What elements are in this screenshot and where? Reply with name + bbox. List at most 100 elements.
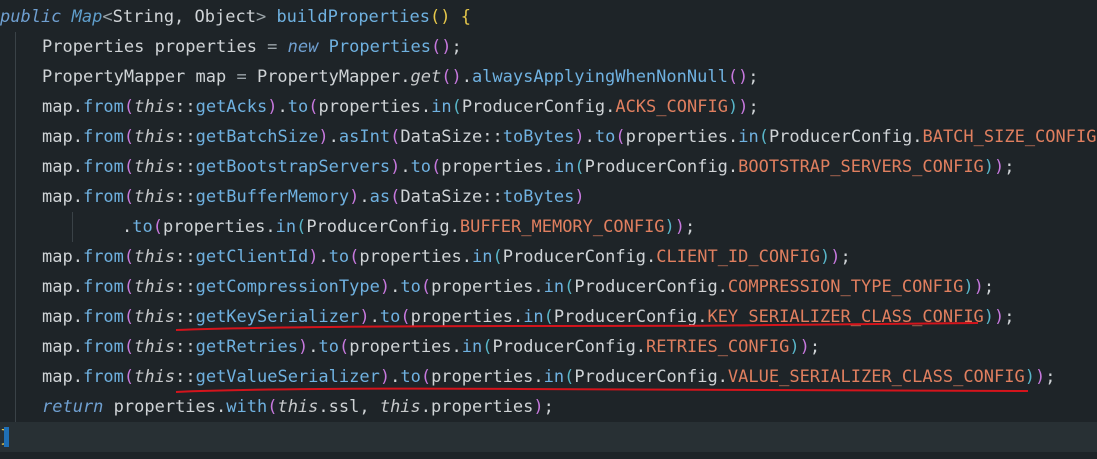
code-token: . (461, 67, 472, 87)
code-token: ) (390, 157, 401, 177)
code-token: .properties (420, 397, 534, 417)
code-token: ( (123, 277, 135, 297)
code-token: properties. (431, 277, 544, 297)
code-token: . (308, 337, 319, 357)
code-token: Properties (328, 37, 431, 57)
indent-guide (15, 32, 16, 424)
code-line[interactable]: map.from(this::getCompressionType).to(pr… (0, 272, 1097, 302)
code-token: . (584, 127, 595, 147)
code-token: ( (492, 247, 503, 267)
code-token: :: (175, 157, 196, 177)
code-token: from (82, 247, 124, 267)
code-token: ( (123, 307, 135, 327)
code-line[interactable]: public Map<String, Object> buildProperti… (0, 2, 1097, 32)
code-token: properties. (349, 337, 462, 357)
code-token: from (82, 157, 124, 177)
code-token: from (82, 127, 124, 147)
code-token: this (134, 337, 176, 357)
code-line[interactable]: PropertyMapper map = PropertyMapper.get(… (0, 62, 1097, 92)
code-token: to (328, 247, 350, 267)
code-token: BUFFER_MEMORY_CONFIG (459, 217, 665, 237)
code-token: () (441, 67, 462, 87)
code-token: ( (123, 367, 135, 387)
code-token: ) (349, 187, 360, 207)
code-token: in (461, 337, 483, 357)
code-token: map. (42, 97, 83, 117)
code-token: as (369, 187, 391, 207)
code-line[interactable]: map.from(this::getKeySerializer).to(prop… (0, 302, 1097, 332)
code-token: ) (664, 217, 675, 237)
code-line[interactable]: map.from(this::getBatchSize).asInt(DataS… (0, 122, 1097, 152)
code-token: properties. (359, 247, 473, 267)
code-token: this (134, 247, 176, 267)
code-token: ; (983, 277, 995, 297)
code-token: . (122, 217, 133, 237)
code-token: ( (123, 127, 135, 147)
code-token: new (287, 37, 319, 57)
code-token: ; (748, 67, 759, 87)
code-line[interactable]: map.from(this::getBufferMemory).as(DataS… (0, 182, 1097, 212)
code-token: properties. (162, 217, 276, 237)
code-token: this (134, 157, 176, 177)
code-token: asInt (338, 127, 391, 147)
code-token: ( (152, 217, 163, 237)
code-token: . (369, 307, 380, 327)
code-token: . (328, 127, 339, 147)
code-token: ) (820, 247, 831, 267)
code-token: in (275, 217, 297, 237)
code-token: ( (123, 97, 135, 117)
code-token: map. (42, 187, 83, 207)
code-line[interactable]: map.from(this::getRetries).to(properties… (0, 332, 1097, 362)
code-token: ( (123, 157, 135, 177)
code-line[interactable]: return properties.with(this.ssl, this.pr… (0, 392, 1097, 422)
code-token: map. (42, 157, 83, 177)
code-line[interactable]: .to(properties.in(ProducerConfig.BUFFER_… (0, 212, 1097, 242)
code-token: map. (42, 277, 83, 297)
code-token: in (472, 247, 493, 267)
code-line[interactable]: map.from(this::getClientId).to(propertie… (0, 242, 1097, 272)
code-token: ProducerConfig. (502, 247, 657, 267)
code-token: { (460, 7, 471, 27)
code-line[interactable]: } (0, 422, 1097, 452)
code-token: ( (123, 187, 135, 207)
code-token: ) (738, 97, 749, 117)
code-token: ProducerConfig. (306, 217, 460, 237)
code-token: properties. (441, 157, 554, 177)
code-token: getAcks (195, 97, 268, 117)
code-token: this (277, 397, 319, 417)
code-token: alwaysApplyingWhenNonNull (471, 67, 728, 87)
code-token: .ssl, (318, 397, 380, 417)
code-token: CLIENT_ID_CONFIG (656, 247, 821, 267)
code-token: ( (338, 337, 350, 357)
code-token: () (431, 37, 452, 57)
code-token: ) (983, 307, 995, 327)
code-token: BOOTSTRAP_SERVERS_CONFIG (738, 157, 984, 177)
code-token: ) (983, 157, 995, 177)
code-token: in (738, 127, 759, 147)
code-token: :: (175, 127, 196, 147)
code-token: ) (308, 247, 319, 267)
code-token: = (267, 37, 278, 57)
code-token: ) (574, 187, 585, 207)
code-token: map. (42, 337, 83, 357)
code-token: :: (175, 277, 196, 297)
code-token: ) (789, 337, 800, 357)
code-line[interactable]: map.from(this::getAcks).to(properties.in… (0, 92, 1097, 122)
code-token: BATCH_SIZE_CONFIG (922, 127, 1097, 147)
code-token: . (390, 367, 401, 387)
code-token: buildProperties (276, 7, 430, 27)
code-token: public (0, 7, 62, 27)
code-token: in (523, 307, 544, 327)
code-token: getBootstrapServers (195, 157, 391, 177)
code-token: in (543, 277, 565, 297)
code-line[interactable]: Properties properties = new Properties()… (0, 32, 1097, 62)
code-token: to (379, 307, 401, 327)
code-token: ) (799, 337, 810, 357)
code-token: getRetries (195, 337, 298, 357)
code-line[interactable]: map.from(this::getBootstrapServers).to(p… (0, 152, 1097, 182)
text-cursor (4, 427, 9, 447)
code-token: ProducerConfig. (492, 337, 647, 357)
code-token: ( (564, 367, 575, 387)
code-line[interactable]: map.from(this::getValueSerializer).to(pr… (0, 362, 1097, 392)
